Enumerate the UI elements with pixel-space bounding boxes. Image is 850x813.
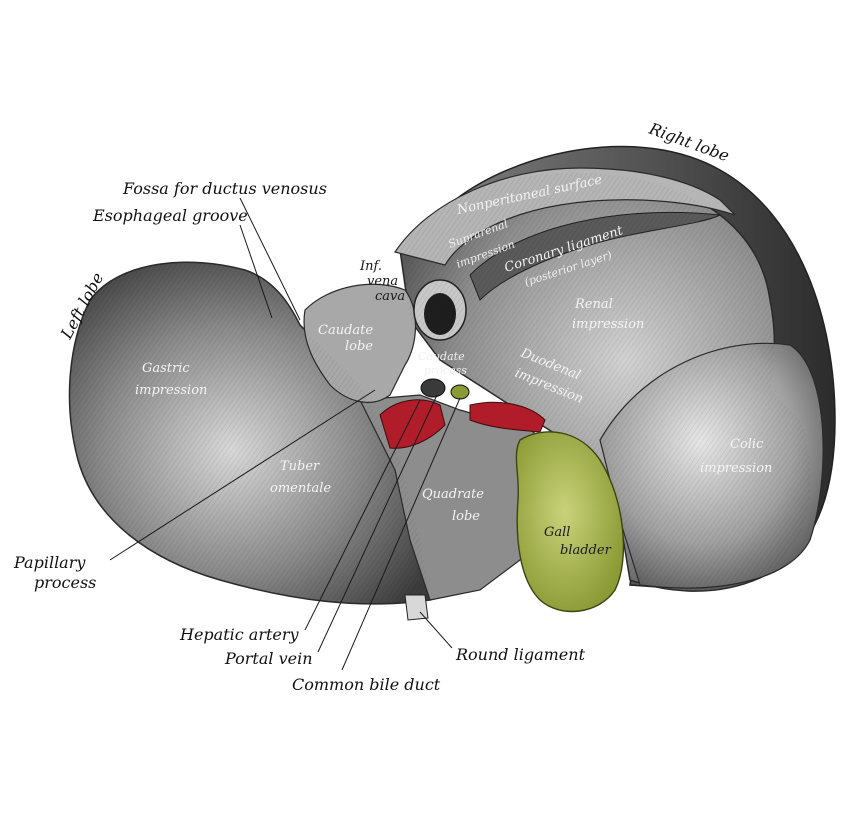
label-caudate-process-2: process [424, 364, 467, 377]
label-quadrate-lobe-2: lobe [452, 509, 480, 524]
leader-portal-vein [317, 394, 438, 653]
label-colic-impression-1: Colic [730, 437, 764, 452]
label-caudate-process-1: Caudate [418, 350, 465, 363]
bile-duct-region [469, 401, 546, 433]
leader-fossa [239, 197, 301, 321]
label-tuber-omentale-1: Tuber [280, 459, 320, 474]
label-inf-vena-cava-3: cava [375, 289, 405, 304]
label-renal-impression-1: Renal [574, 297, 613, 312]
label-renal-impression-2: impression [572, 317, 644, 332]
label-papillary-process-1: Papillary [13, 553, 86, 572]
label-inf-vena-cava-1: Inf. [359, 259, 382, 274]
label-round-ligament: Round ligament [455, 645, 586, 664]
label-quadrate-lobe-1: Quadrate [422, 487, 484, 502]
round-ligament-stub [404, 594, 429, 621]
engraving-texture-right [400, 172, 811, 592]
label-esophageal-groove: Esophageal groove [92, 206, 248, 225]
leader-esophageal [239, 224, 273, 319]
label-hepatic-artery: Hepatic artery [179, 625, 300, 644]
label-fossa-ductus-venosus: Fossa for ductus venosus [122, 179, 327, 198]
leader-papillary [109, 389, 376, 561]
label-gastric-impression-2: impression [135, 383, 207, 398]
label-caudate-lobe-1: Caudate [318, 323, 373, 338]
label-tuber-omentale-2: omentale [270, 481, 331, 496]
label-colic-impression-2: impression [700, 461, 772, 476]
gall-bladder [515, 431, 625, 613]
leader-hepatic-artery [304, 399, 421, 631]
label-gall-bladder-1: Gall [544, 525, 570, 540]
label-caudate-lobe-2: lobe [345, 339, 373, 354]
label-portal-vein: Portal vein [224, 649, 313, 668]
label-inf-vena-cava-2: vena [367, 274, 398, 289]
leader-bile-duct [341, 397, 461, 671]
leader-round-ligament [419, 611, 453, 649]
common-bile-duct-opening [450, 384, 470, 400]
label-gastric-impression-1: Gastric [142, 361, 190, 376]
engraving-texture [69, 262, 430, 604]
label-papillary-process-2: process [34, 573, 96, 592]
label-gall-bladder-2: bladder [560, 543, 612, 558]
portal-vein-opening [420, 378, 446, 398]
label-common-bile-duct: Common bile duct [292, 675, 441, 694]
